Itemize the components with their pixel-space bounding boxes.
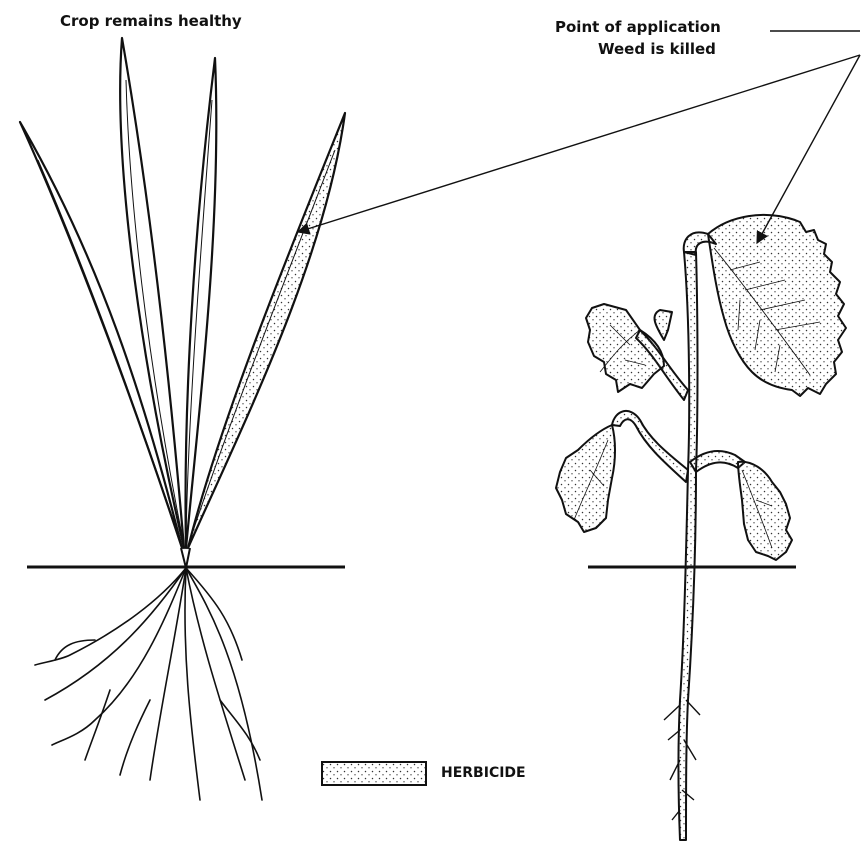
legend-swatch — [322, 762, 426, 785]
weed-leaf-lower-right — [738, 462, 792, 560]
crop-roots — [35, 568, 262, 800]
weed-label: Weed is killed — [598, 40, 716, 58]
pointer-arrows — [298, 31, 860, 243]
weed-leaf-top — [708, 215, 846, 396]
application-point-label: Point of application — [555, 18, 721, 36]
weed-plant — [556, 215, 846, 840]
crop-plant — [20, 38, 345, 568]
arrow-to-crop-leaf — [298, 55, 860, 232]
weed-leaf-upper-left — [586, 304, 664, 392]
legend-label: HERBICIDE — [441, 764, 526, 782]
weed-stem — [679, 252, 698, 840]
crop-label: Crop remains healthy — [60, 12, 242, 30]
weed-leaf-lower-left — [556, 425, 615, 532]
crop-leaf-2 — [120, 38, 184, 548]
